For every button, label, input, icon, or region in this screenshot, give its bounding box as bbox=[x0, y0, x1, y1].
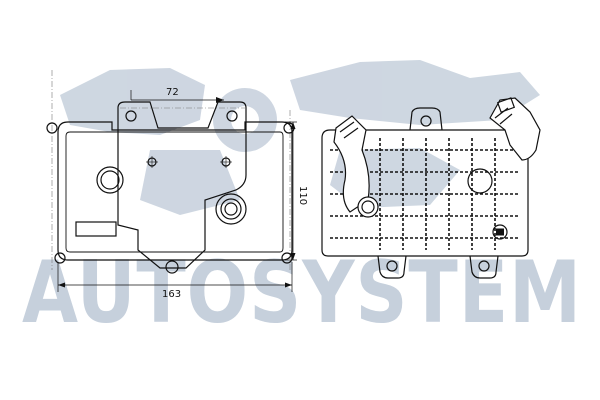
emblem-icon bbox=[492, 224, 508, 240]
flange-bolt-top-left bbox=[125, 110, 137, 122]
dimension-top bbox=[130, 90, 224, 103]
dimension-width-label: 163 bbox=[162, 289, 181, 300]
bottom-tab-right bbox=[469, 255, 499, 279]
dimension-height-label: 110 bbox=[297, 186, 308, 205]
mount-hole-bl bbox=[54, 252, 66, 264]
screw-mark-2 bbox=[220, 156, 232, 168]
top-tab bbox=[409, 107, 443, 131]
right-pipe-fitting bbox=[489, 97, 541, 161]
body-outline bbox=[321, 129, 529, 257]
port-right bbox=[215, 193, 247, 225]
mount-hole-br bbox=[281, 252, 293, 264]
mount-hole-tl bbox=[46, 122, 58, 134]
left-pipe-fitting bbox=[333, 115, 379, 218]
dimension-width bbox=[57, 262, 293, 292]
arrow-right-icon bbox=[216, 97, 224, 103]
flange-bolt-bottom bbox=[165, 260, 179, 274]
center-port bbox=[467, 168, 493, 194]
port-left bbox=[96, 166, 124, 194]
dimension-height bbox=[285, 121, 297, 261]
housing-outline bbox=[57, 121, 293, 261]
flange-bolt-top-right bbox=[226, 110, 238, 122]
dimension-top-label: 72 bbox=[166, 87, 179, 98]
screw-mark-1 bbox=[146, 156, 158, 168]
side-view bbox=[321, 97, 541, 279]
flange-plate bbox=[117, 101, 247, 269]
label-plate bbox=[75, 221, 117, 237]
bottom-tab-left bbox=[377, 255, 407, 279]
front-view bbox=[46, 70, 297, 292]
